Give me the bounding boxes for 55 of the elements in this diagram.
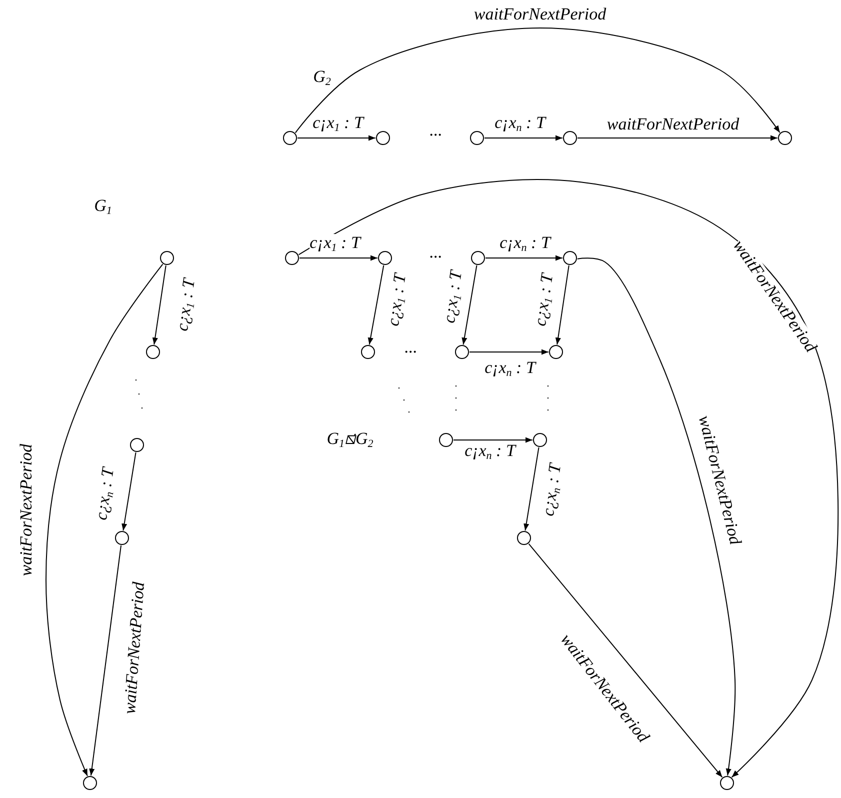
diagram-label: ... — [430, 244, 442, 260]
arrow — [469, 349, 549, 355]
diagram-label: G$_{2}$ — [313, 68, 331, 88]
state-circle — [778, 131, 792, 145]
state-circle — [376, 131, 390, 145]
state-circle — [533, 433, 547, 447]
diagram-label: G$_{1}$ — [94, 197, 112, 217]
arrow — [298, 179, 839, 778]
edge-label: c¡x$_{n}$ : T — [464, 442, 516, 462]
state-circle — [517, 531, 531, 545]
state-circle — [361, 345, 375, 359]
arrow — [299, 255, 378, 261]
arrow — [485, 255, 563, 261]
diagram-label: G$_{1}$⧅̇G$_{2}$ — [326, 430, 374, 450]
state-circle — [455, 345, 469, 359]
state-circle — [146, 345, 160, 359]
state-circle — [470, 131, 484, 145]
arrow — [577, 135, 778, 141]
edge-label: c¡x$_{n}$ : T — [500, 234, 550, 254]
state-circle — [283, 131, 297, 145]
arrow — [462, 264, 478, 346]
state-circle — [720, 776, 734, 790]
arrow — [555, 264, 570, 346]
state-circle — [439, 433, 453, 447]
edge-label: waitForNextPeriod — [474, 6, 606, 22]
arrow — [152, 264, 166, 346]
state-circle — [563, 131, 577, 145]
edge-label: waitForNextPeriod — [606, 116, 740, 132]
arrow — [294, 28, 780, 134]
arrow — [528, 543, 723, 778]
edge-label: c¡x$_{1}$ : T — [312, 114, 364, 134]
arrow — [89, 544, 122, 776]
arrow — [453, 437, 533, 443]
arrow — [576, 258, 736, 776]
arrow — [484, 135, 563, 141]
diagram-label: ... — [430, 122, 442, 138]
state-circle — [549, 345, 563, 359]
state-circle — [563, 251, 577, 265]
edge-label: waitForNextPeriod — [18, 444, 34, 576]
state-circle — [130, 438, 144, 452]
arrow — [46, 264, 164, 776]
diagram-label: ... — [404, 338, 418, 356]
arrow — [524, 446, 540, 532]
state-circle — [83, 776, 97, 790]
edge-label: c¡x$_{n}$ : T — [494, 114, 546, 134]
arrow — [122, 452, 136, 532]
state-circle — [378, 251, 392, 265]
state-circle — [471, 251, 485, 265]
arrow — [297, 135, 376, 141]
state-circle — [285, 251, 299, 265]
state-circle — [115, 531, 129, 545]
state-circle — [160, 251, 174, 265]
edge-label: c¡x$_{1}$ : T — [310, 234, 360, 254]
edge-label: c¡x$_{n}$ : T — [484, 359, 536, 379]
arrow — [368, 264, 384, 346]
